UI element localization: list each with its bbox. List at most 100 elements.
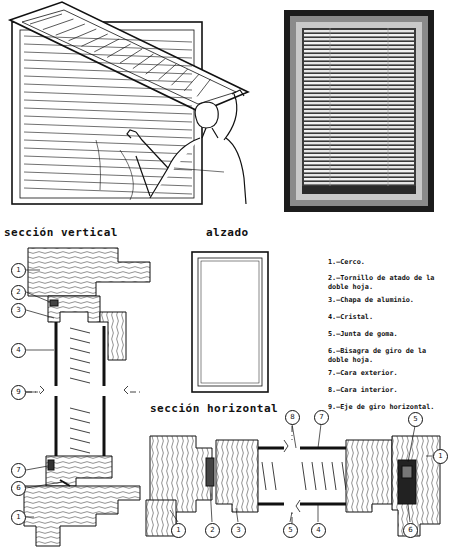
drawing-stroke — [304, 130, 414, 132]
drawing-stroke — [304, 182, 414, 184]
drawing-stroke — [304, 170, 414, 172]
drawing-stroke — [195, 102, 218, 128]
drawing-stroke — [202, 128, 218, 138]
drawing-stroke — [302, 186, 416, 194]
drawing-stroke — [284, 440, 300, 512]
drawing-stroke — [70, 438, 90, 443]
drawing-stroke — [408, 504, 410, 522]
drawing-stroke — [24, 68, 192, 74]
drawing-stroke — [284, 440, 300, 512]
callout-number: 4 — [311, 523, 326, 538]
callout-number: 1 — [11, 263, 26, 278]
drawing-stroke — [24, 156, 192, 162]
drawing-stroke — [304, 118, 414, 120]
drawing-stroke — [304, 138, 414, 140]
drawing-stroke — [304, 50, 414, 52]
drawing-stroke — [304, 162, 414, 164]
callout-number: 8 — [285, 410, 300, 425]
drawing-stroke — [40, 386, 128, 394]
drawing-stroke — [392, 436, 440, 536]
legend-item: 7.—Cara exterior. — [328, 369, 446, 378]
drawing-stroke — [201, 261, 259, 383]
drawing-stroke — [304, 150, 414, 152]
drawing-stroke — [304, 54, 414, 56]
drawing-stroke — [304, 70, 414, 72]
drawing-stroke — [24, 188, 192, 194]
drawing-stroke — [304, 74, 414, 76]
drawing-stroke — [70, 348, 90, 353]
drawing-stroke — [24, 486, 140, 546]
callout-number: 5 — [283, 523, 298, 538]
drawing-stroke — [398, 460, 416, 504]
drawing-stroke — [304, 126, 414, 128]
drawing-stroke — [96, 140, 133, 200]
drawing-stroke — [159, 64, 177, 80]
legend-item: 2.—Tornillo de atado de la doble hoja. — [328, 274, 446, 291]
drawing-stroke — [206, 458, 214, 486]
drawing-stroke — [304, 106, 414, 108]
horizontal-section — [146, 426, 440, 536]
legend-item: 6.—Bisagra de giro de la doble hoja. — [328, 347, 446, 364]
legend-item: 3.—Chapa de aluminio. — [328, 296, 446, 305]
drawing-stroke — [26, 517, 34, 518]
drawing-stroke — [60, 480, 70, 486]
drawing-stroke — [24, 76, 192, 82]
callout-number: 6 — [403, 523, 418, 538]
drawing-stroke — [272, 462, 276, 490]
callout-number: 1 — [171, 523, 186, 538]
drawing-stroke — [296, 22, 422, 200]
drawing-stroke — [304, 78, 414, 80]
drawing-stroke — [24, 44, 192, 50]
drawing-stroke — [26, 482, 62, 488]
drawing-stroke — [236, 508, 238, 522]
drawing-stroke — [70, 328, 90, 333]
drawing-stroke — [70, 378, 90, 383]
drawing-stroke — [302, 28, 416, 194]
drawing-stroke — [304, 122, 414, 124]
drawing-stroke — [318, 504, 319, 522]
drawing-stroke — [330, 28, 331, 186]
drawing-stroke — [24, 60, 192, 66]
drawing-stroke — [24, 108, 192, 114]
drawing-stroke — [304, 102, 414, 104]
legend-item: 4.—Cristal. — [328, 313, 446, 322]
drawing-stroke — [70, 448, 90, 453]
drawing-stroke — [304, 142, 414, 144]
drawing-stroke — [258, 503, 346, 506]
drawing-stroke — [70, 358, 90, 363]
callout-number: 1 — [433, 449, 448, 464]
drawing-stroke — [10, 2, 248, 112]
drawing-stroke — [48, 460, 54, 470]
section-title: sección vertical — [4, 226, 118, 239]
callout-number: 3 — [11, 303, 26, 318]
drawing-stroke — [304, 90, 414, 92]
drawing-stroke — [56, 24, 85, 35]
drawing-stroke — [402, 466, 412, 478]
drawing-stroke — [40, 386, 128, 396]
drawing-stroke — [258, 447, 346, 450]
drawing-stroke — [26, 292, 50, 302]
drawing-stroke — [312, 462, 316, 490]
drawing-stroke — [171, 69, 187, 85]
drawing-stroke — [24, 124, 192, 130]
drawing-stroke — [304, 178, 414, 180]
drawing-stroke — [26, 350, 54, 351]
drawing-stroke — [304, 134, 414, 136]
section-title: alzado — [206, 226, 249, 239]
drawing-stroke — [24, 180, 192, 186]
drawing-stroke — [304, 82, 414, 84]
drawing-stroke — [70, 338, 90, 343]
drawing-stroke — [304, 146, 414, 148]
drawing-stroke — [22, 386, 142, 398]
drawing-stroke — [70, 408, 90, 413]
drawing-stroke — [210, 486, 212, 522]
drawing-stroke — [408, 426, 415, 462]
drawing-stroke — [24, 84, 192, 90]
drawing-stroke — [304, 110, 414, 112]
drawing-stroke — [224, 94, 237, 140]
drawing-stroke — [24, 100, 192, 106]
legend-item: 8.—Cara interior. — [328, 386, 446, 395]
drawing-stroke — [30, 14, 62, 24]
drawing-stroke — [48, 296, 100, 322]
drawing-stroke — [24, 116, 192, 122]
